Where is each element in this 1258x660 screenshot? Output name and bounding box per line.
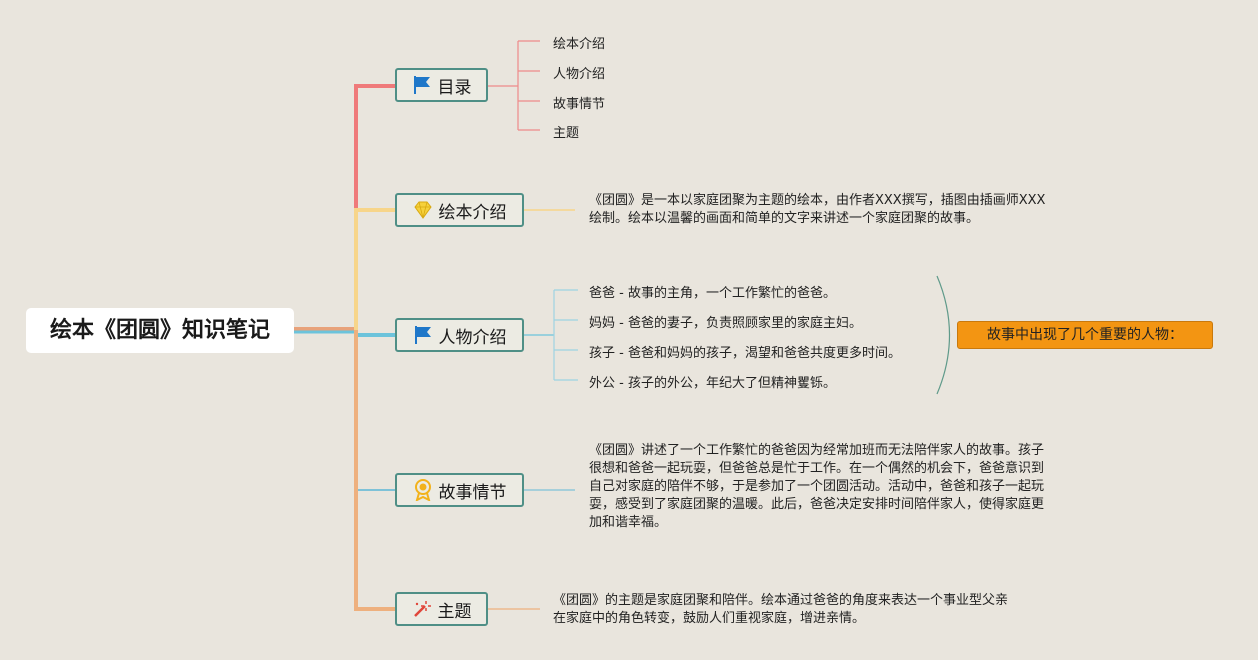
- text-line: 很想和爸爸一起玩耍，但爸爸总是忙于工作。在一个偶然的机会下，爸爸意识到: [589, 461, 1045, 476]
- branch-label: 绘本介绍: [438, 202, 507, 223]
- text-line: 自己对家庭的陪伴不够，于是参加了一个团圆活动。活动中，爸爸和孩子一起玩: [589, 479, 1045, 494]
- branch-label: 目录: [437, 77, 472, 98]
- root-title: 绘本《团圆》知识笔记: [49, 318, 270, 343]
- branch-label: 故事情节: [438, 482, 507, 503]
- branch-label: 人物介绍: [438, 327, 507, 348]
- branch-book-intro[interactable]: 绘本介绍: [395, 193, 524, 227]
- text-line: 《团圆》讲述了一个工作繁忙的爸爸因为经常加班而无法陪伴家人的故事。孩子: [589, 443, 1045, 458]
- theme-text[interactable]: 《团圆》的主题是家庭团聚和陪伴。绘本通过爸爸的角度来表达一个事业型父亲 在家庭中…: [553, 592, 1053, 628]
- diamond-icon: [413, 201, 433, 219]
- flag-icon: [413, 325, 433, 345]
- toc-item[interactable]: 故事情节: [553, 97, 606, 112]
- character-item[interactable]: 孩子 - 爸爸和妈妈的孩子，渴望和爸爸共度更多时间。: [589, 346, 901, 361]
- branch-label: 主题: [437, 601, 472, 622]
- magic-wand-icon: [412, 599, 432, 619]
- text-line: 绘制。绘本以温馨的画面和简单的文字来讲述一个家庭团聚的故事。: [589, 211, 980, 226]
- character-item[interactable]: 妈妈 - 爸爸的妻子，负责照顾家里的家庭主妇。: [589, 316, 862, 331]
- text-line: 《团圆》是一本以家庭团聚为主题的绘本，由作者XXX撰写，插图由插画师XXX: [589, 193, 1046, 208]
- toc-item[interactable]: 人物介绍: [553, 67, 606, 82]
- flag-icon: [412, 75, 432, 95]
- summary-node[interactable]: 故事中出现了几个重要的人物：: [957, 321, 1213, 349]
- text-line: 耍，感受到了家庭团聚的温暖。此后，爸爸决定安排时间陪伴家人，使得家庭更: [589, 497, 1045, 512]
- branch-toc[interactable]: 目录: [395, 68, 488, 102]
- award-icon: [413, 479, 433, 501]
- branch-plot[interactable]: 故事情节: [395, 473, 524, 507]
- plot-text[interactable]: 《团圆》讲述了一个工作繁忙的爸爸因为经常加班而无法陪伴家人的故事。孩子 很想和爸…: [589, 442, 1089, 532]
- root-node[interactable]: 绘本《团圆》知识笔记: [26, 308, 294, 353]
- text-line: 加和谐幸福。: [589, 515, 668, 530]
- branch-theme[interactable]: 主题: [395, 592, 488, 626]
- text-line: 《团圆》的主题是家庭团聚和陪伴。绘本通过爸爸的角度来表达一个事业型父亲: [553, 593, 1009, 608]
- branch-characters[interactable]: 人物介绍: [395, 318, 524, 352]
- toc-item[interactable]: 主题: [553, 126, 580, 141]
- toc-item[interactable]: 绘本介绍: [553, 37, 606, 52]
- summary-text: 故事中出现了几个重要的人物：: [987, 327, 1183, 343]
- book-intro-text[interactable]: 《团圆》是一本以家庭团聚为主题的绘本，由作者XXX撰写，插图由插画师XXX 绘制…: [589, 192, 1089, 228]
- character-item[interactable]: 爸爸 - 故事的主角，一个工作繁忙的爸爸。: [589, 286, 836, 301]
- text-line: 在家庭中的角色转变，鼓励人们重视家庭，增进亲情。: [553, 611, 866, 626]
- character-item[interactable]: 外公 - 孩子的外公，年纪大了但精神矍铄。: [589, 376, 836, 391]
